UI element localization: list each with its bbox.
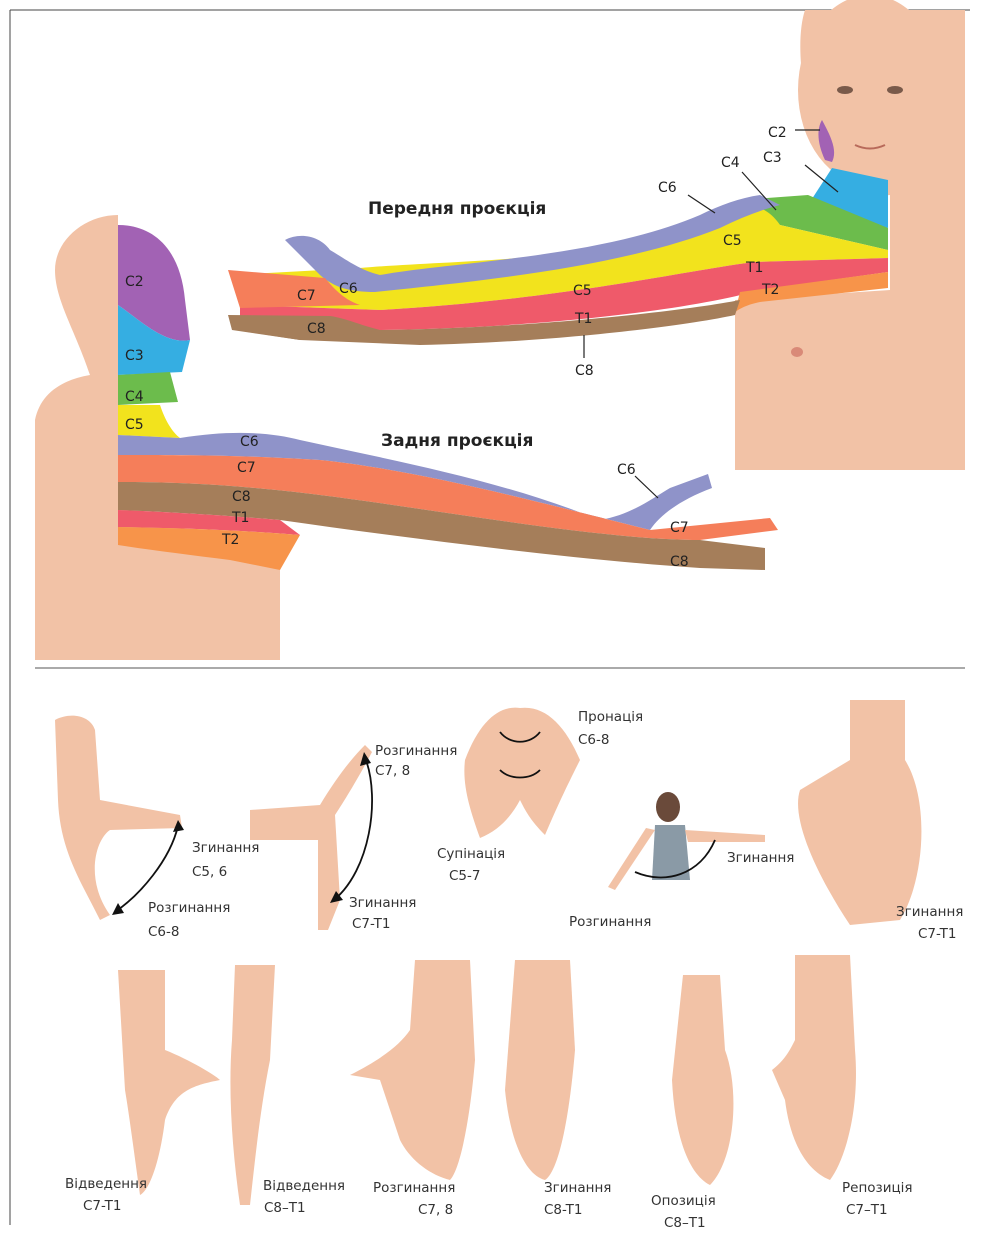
back-label-c8: C8 xyxy=(232,489,251,505)
wrist-ext-label: Розгинання xyxy=(375,743,457,759)
finger-flex2-hand-image xyxy=(505,960,575,1180)
wrist-flex-label: Згинання xyxy=(349,895,416,911)
woman-arm-back xyxy=(608,828,655,890)
shoulder-flex-label: Згинання xyxy=(727,850,794,866)
back-torso-left xyxy=(35,215,118,660)
front-label-t1-shoulder: T1 xyxy=(745,260,763,276)
back-c6-leader xyxy=(635,476,658,498)
front-c6-leader xyxy=(688,195,715,213)
elbow-arrowhead-bottom xyxy=(112,903,124,915)
shoulder-ext-label: Розгинання xyxy=(569,914,651,930)
wrist-flex-roots: C7-T1 xyxy=(352,916,390,932)
front-label-c2: C2 xyxy=(768,125,787,141)
opposition-hand-image xyxy=(672,975,733,1185)
finger-flex-label: Згинання xyxy=(896,904,963,920)
front-nipple xyxy=(791,347,803,357)
finger-flex2-roots: C8-T1 xyxy=(544,1202,582,1218)
elbow-flex-label: Згинання xyxy=(192,840,259,856)
front-label-c6-shoulder: C6 xyxy=(658,180,677,196)
abduction1-roots: C7-T1 xyxy=(83,1198,121,1214)
back-label-c2: C2 xyxy=(125,274,144,290)
back-label-c5: C5 xyxy=(125,417,144,433)
finger-flex-roots: C7-T1 xyxy=(918,926,956,942)
front-eye-left xyxy=(837,86,853,94)
wrist-ext-roots: C7, 8 xyxy=(375,763,410,779)
front-label-c8-arm: C8 xyxy=(575,363,594,379)
finger-ext-label: Розгинання xyxy=(373,1180,455,1196)
front-label-c5-arm: C5 xyxy=(573,283,592,299)
reposition-hand-image xyxy=(772,955,856,1180)
supination-roots: C5-7 xyxy=(449,868,480,884)
back-label-c7: C7 xyxy=(237,460,256,476)
finger-ext-roots: C7, 8 xyxy=(418,1202,453,1218)
back-label-t1: T1 xyxy=(231,510,249,526)
back-label-t2: T2 xyxy=(221,532,239,548)
elbow-flex-roots: C5, 6 xyxy=(192,864,227,880)
reposition-roots: C7–T1 xyxy=(846,1202,888,1218)
elbow-arm-image xyxy=(55,716,182,920)
supination-label: Супінація xyxy=(437,846,505,862)
opposition-label: Опозиція xyxy=(651,1193,716,1209)
opposition-roots: C8–T1 xyxy=(664,1215,706,1231)
elbow-ext-label: Розгинання xyxy=(148,900,230,916)
movements-section: Згинання C5, 6 Розгинання C6-8 Розгинанн… xyxy=(55,700,963,1231)
abduction2-roots: C8–T1 xyxy=(264,1200,306,1216)
back-label-c4: C4 xyxy=(125,389,144,405)
back-heading: Задня проєкція xyxy=(381,431,533,451)
front-label-c5-shoulder: C5 xyxy=(723,233,742,249)
front-label-c6-thumb: C6 xyxy=(339,281,358,297)
front-eye-right xyxy=(887,86,903,94)
front-label-c7: C7 xyxy=(297,288,316,304)
front-label-t2: T2 xyxy=(761,282,779,298)
pronation-label: Пронація xyxy=(578,709,643,725)
reposition-label: Репозиція xyxy=(842,1180,913,1196)
pronation-hands-image xyxy=(464,708,580,838)
abduction1-label: Відведення xyxy=(65,1176,147,1192)
finger-flex-hand-image xyxy=(798,700,921,925)
front-view: C2 C3 C4 C6 C5 T1 T2 C6 C7 C8 C5 T1 C8 П… xyxy=(228,0,965,470)
front-label-c3: C3 xyxy=(763,150,782,166)
woman-head xyxy=(656,792,680,822)
back-label-c6: C6 xyxy=(240,434,259,450)
finger-ext-hand-image xyxy=(350,960,475,1180)
pronation-roots: C6-8 xyxy=(578,732,609,748)
abduction2-hand-image xyxy=(230,965,275,1205)
front-label-c4: C4 xyxy=(721,155,740,171)
back-label-c6-hand: C6 xyxy=(617,462,636,478)
front-label-t1-arm: T1 xyxy=(574,311,592,327)
back-label-c8-hand: C8 xyxy=(670,554,689,570)
abduction2-label: Відведення xyxy=(263,1178,345,1194)
back-label-c3: C3 xyxy=(125,348,144,364)
woman-arm-forward xyxy=(685,830,765,842)
front-head xyxy=(798,0,942,185)
front-label-c8-hand: C8 xyxy=(307,321,326,337)
front-heading: Передня проєкція xyxy=(368,199,546,219)
abduction1-hand-image xyxy=(118,970,220,1195)
finger-flex2-label: Згинання xyxy=(544,1180,611,1196)
elbow-ext-roots: C6-8 xyxy=(148,924,179,940)
back-label-c7-hand: C7 xyxy=(670,520,689,536)
